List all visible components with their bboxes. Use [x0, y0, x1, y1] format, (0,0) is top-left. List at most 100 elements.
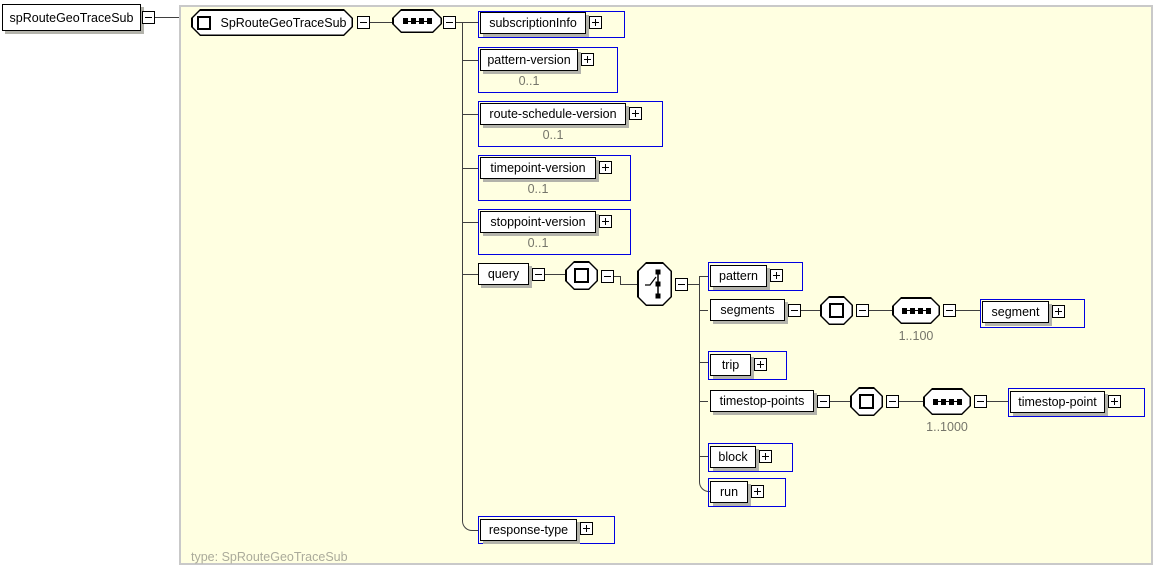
- complex-content-icon[interactable]: [820, 296, 853, 325]
- collapse-handle-segments-sequence[interactable]: [943, 304, 956, 317]
- complex-content-face: [852, 389, 882, 415]
- element-label: timestop-points: [719, 394, 805, 408]
- element-label: route-schedule-version: [489, 107, 617, 121]
- connector-line: [699, 276, 708, 277]
- expand-handle-route-schedule-version[interactable]: [629, 107, 642, 120]
- element-spRouteGeoTraceSub-root[interactable]: spRouteGeoTraceSub: [2, 4, 141, 31]
- element-timepoint-version[interactable]: timepoint-version: [480, 157, 596, 179]
- root-element-label: spRouteGeoTraceSub: [9, 10, 134, 25]
- element-label: segments: [720, 303, 775, 317]
- occurrence-frame-subscriptionInfo: [478, 11, 625, 38]
- complex-type-label: SpRouteGeoTraceSub: [220, 15, 347, 30]
- collapse-handle-complex-type[interactable]: [357, 16, 370, 29]
- collapse-handle-timestop-points[interactable]: [817, 395, 830, 408]
- element-segment[interactable]: segment: [982, 301, 1049, 323]
- connector-line: [699, 456, 708, 457]
- expand-handle-block[interactable]: [759, 450, 772, 463]
- connector-line: [370, 22, 392, 23]
- collapse-handle-timestop-points-content[interactable]: [886, 395, 899, 408]
- sequence-icon[interactable]: [392, 9, 442, 33]
- collapse-handle-choice[interactable]: [675, 278, 688, 291]
- sequence-icon-face: [925, 390, 970, 414]
- expand-handle-subscriptionInfo[interactable]: [589, 16, 602, 29]
- connector-line: [614, 276, 621, 277]
- connector-line: [830, 401, 850, 402]
- expand-handle-run[interactable]: [751, 485, 764, 498]
- element-subscriptionInfo[interactable]: subscriptionInfo: [480, 12, 586, 34]
- expand-handle-stoppoint-version[interactable]: [599, 215, 612, 228]
- connector-line: [699, 401, 708, 402]
- sequence-icon-face: [394, 11, 441, 32]
- collapse-handle-query-content[interactable]: [601, 270, 614, 283]
- expand-handle-trip[interactable]: [754, 358, 767, 371]
- occurrence-frame-block: [708, 443, 793, 472]
- element-pattern-version[interactable]: pattern-version: [480, 49, 578, 71]
- complex-type-node[interactable]: SpRouteGeoTraceSub: [191, 9, 353, 36]
- choice-icon-face: [639, 264, 671, 305]
- connector-line: [699, 310, 708, 311]
- square-glyph: [829, 303, 844, 318]
- occurrence-frame-pattern: [708, 262, 803, 291]
- complex-type-node-face: SpRouteGeoTraceSub: [193, 11, 352, 35]
- sequence-icon[interactable]: [923, 388, 971, 415]
- element-stoppoint-version[interactable]: stoppoint-version: [480, 211, 596, 233]
- connector-line: [456, 22, 462, 23]
- collapse-handle-sequence[interactable]: [443, 16, 456, 29]
- element-label: timestop-point: [1018, 395, 1097, 409]
- occurrence-frame-segment: [980, 299, 1085, 328]
- connector-line: [987, 401, 1008, 402]
- type-footer-label: type: SpRouteGeoTraceSub: [191, 550, 348, 564]
- expand-handle-segment[interactable]: [1052, 305, 1065, 318]
- collapse-handle-timestop-points-sequence[interactable]: [974, 395, 987, 408]
- occurrence-label: 0..1: [527, 236, 549, 250]
- occurrence-frame-response-type: [478, 516, 615, 544]
- square-glyph: [574, 268, 589, 283]
- connector-line: [699, 276, 700, 482]
- collapse-handle-segments[interactable]: [788, 304, 801, 317]
- occurrence-label: 0..1: [542, 128, 564, 142]
- element-block[interactable]: block: [710, 446, 756, 468]
- occurrence-frame-timestop-point: [1008, 388, 1145, 417]
- connector-line: [462, 274, 478, 275]
- expand-handle-pattern[interactable]: [770, 269, 783, 282]
- occurrence-label: 0..1: [518, 74, 540, 88]
- complex-type-icon: [197, 16, 211, 30]
- occurrence-frame-stoppoint-version: [478, 209, 631, 255]
- expand-handle-timepoint-version[interactable]: [599, 161, 612, 174]
- element-label: response-type: [488, 523, 569, 537]
- collapse-handle-query[interactable]: [532, 268, 545, 281]
- element-response-type[interactable]: response-type: [480, 519, 577, 541]
- expand-handle-pattern-version[interactable]: [581, 53, 594, 66]
- sequence-icon[interactable]: [892, 297, 940, 324]
- complex-content-face: [567, 263, 597, 289]
- connector-line: [462, 22, 478, 23]
- element-query[interactable]: query: [478, 263, 529, 285]
- element-label: query: [487, 267, 520, 281]
- connector-line: [688, 284, 699, 285]
- element-pattern[interactable]: pattern: [710, 265, 767, 287]
- element-segments[interactable]: segments: [710, 299, 785, 321]
- element-label: trip: [721, 358, 740, 372]
- expand-handle-timestop-point[interactable]: [1108, 395, 1121, 408]
- element-trip[interactable]: trip: [710, 354, 751, 376]
- collapse-handle-segments-content[interactable]: [856, 304, 869, 317]
- sequence-dots-glyph: [933, 398, 962, 405]
- element-timestop-point[interactable]: timestop-point: [1010, 391, 1105, 413]
- element-timestop-points[interactable]: timestop-points: [710, 390, 814, 412]
- complex-content-icon[interactable]: [565, 261, 598, 290]
- sequence-icon-face: [894, 299, 939, 323]
- collapse-handle-root[interactable]: [142, 11, 155, 24]
- occurrence-frame-route-schedule-version: [478, 101, 663, 147]
- choice-icon[interactable]: [637, 262, 672, 306]
- connector-line: [956, 310, 980, 311]
- connector-line: [462, 168, 478, 169]
- element-run[interactable]: run: [710, 481, 748, 503]
- complex-content-icon[interactable]: [850, 387, 883, 416]
- sequence-dots-glyph: [902, 307, 931, 314]
- connector-line: [620, 276, 621, 285]
- connector-line: [801, 310, 820, 311]
- element-route-schedule-version[interactable]: route-schedule-version: [480, 103, 626, 125]
- element-label: timepoint-version: [490, 161, 586, 175]
- expand-handle-response-type[interactable]: [580, 522, 593, 535]
